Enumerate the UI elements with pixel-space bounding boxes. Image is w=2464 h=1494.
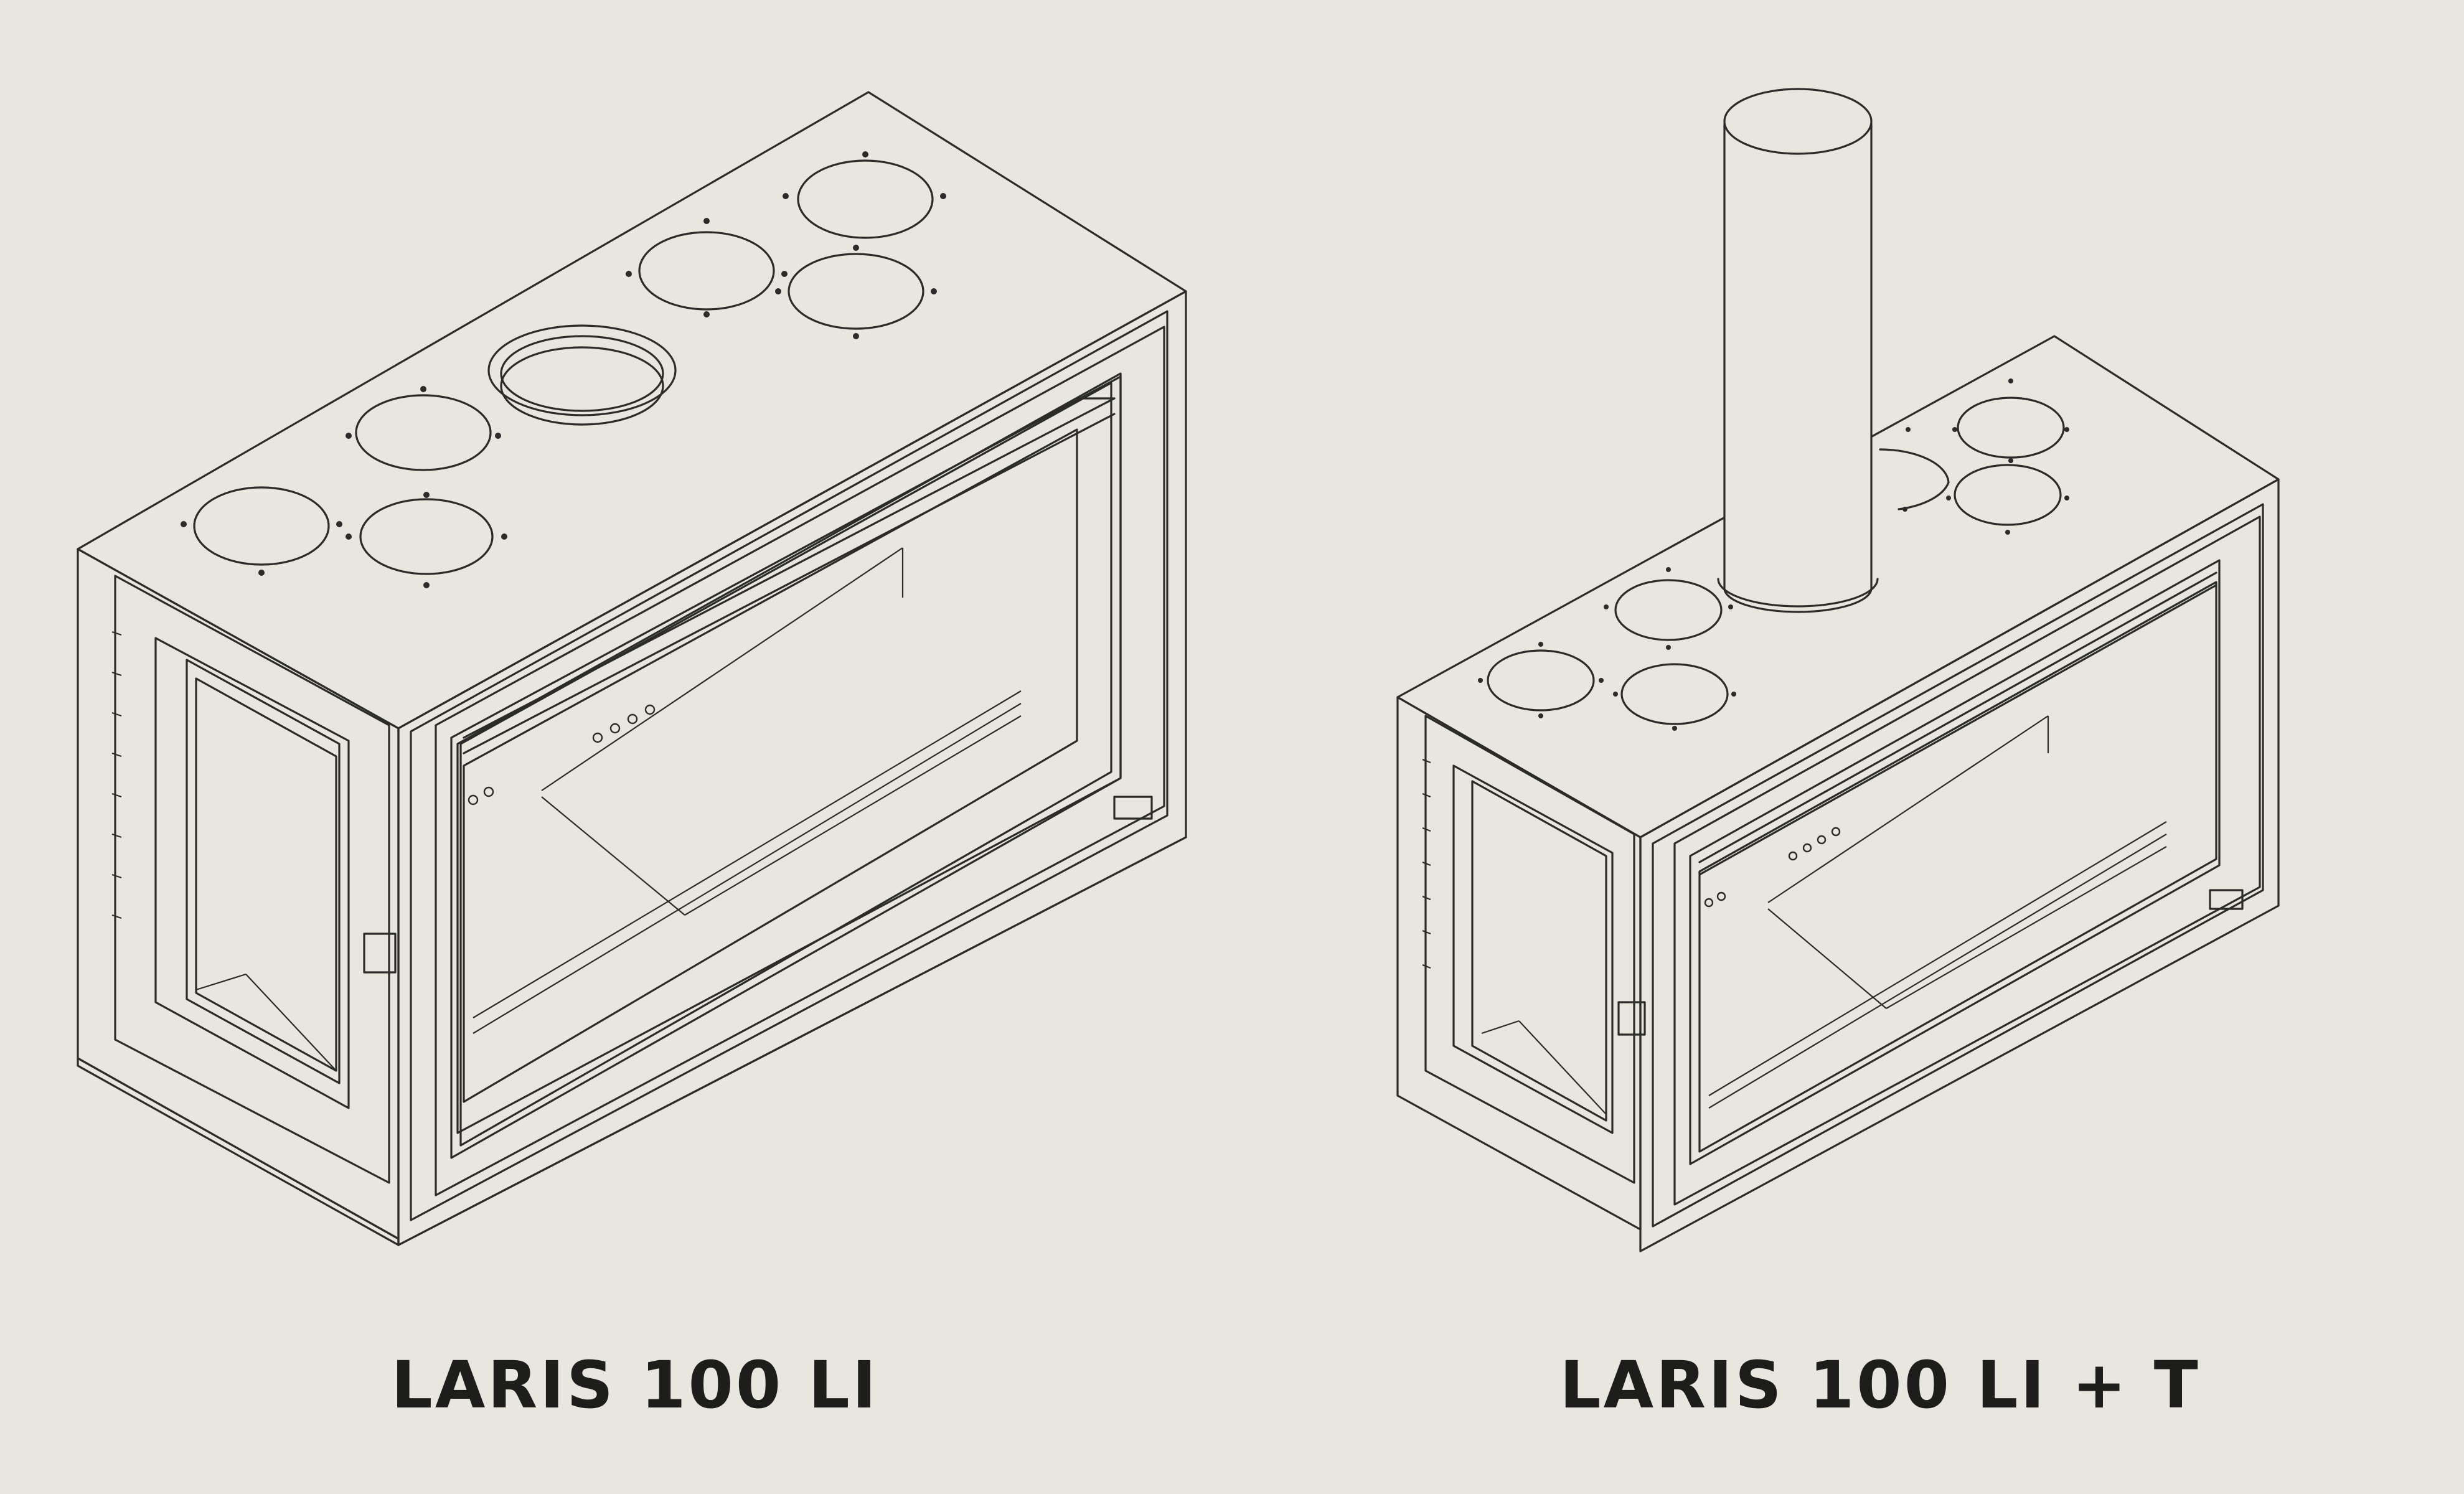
door-handle-right-t	[2209, 889, 2244, 910]
flue-collar	[487, 324, 677, 416]
side-panel-t	[1396, 696, 1642, 1231]
door-handle	[363, 933, 397, 974]
fireplace-laris-100-li-t	[1396, 88, 2280, 1252]
door-handle-t	[1617, 1001, 1646, 1036]
fireplace-laris-100-li	[77, 91, 1187, 1246]
caption-laris-100-li: LARIS 100 LI	[391, 1347, 879, 1423]
vent-holes	[468, 704, 656, 806]
side-glass-frame-t	[1452, 764, 1614, 1134]
front-glass	[463, 428, 1078, 1103]
front-panel-t	[1639, 478, 2280, 1252]
front-glass-t	[1698, 581, 2217, 1153]
top-flue-openings-t	[1487, 397, 2065, 725]
front-door-frame-t	[1689, 559, 2221, 1165]
side-panel	[77, 548, 400, 1240]
top-face	[77, 91, 1187, 730]
chimney-pipe	[1717, 88, 1879, 613]
side-glass-frame	[154, 637, 350, 1109]
front-door-frame	[450, 375, 1122, 1159]
door-handle-right	[1113, 796, 1153, 820]
top-flue-openings	[193, 159, 934, 575]
caption-laris-100-li-t: LARIS 100 LI + T	[1559, 1347, 2201, 1423]
vent-holes-t	[1704, 827, 1841, 908]
